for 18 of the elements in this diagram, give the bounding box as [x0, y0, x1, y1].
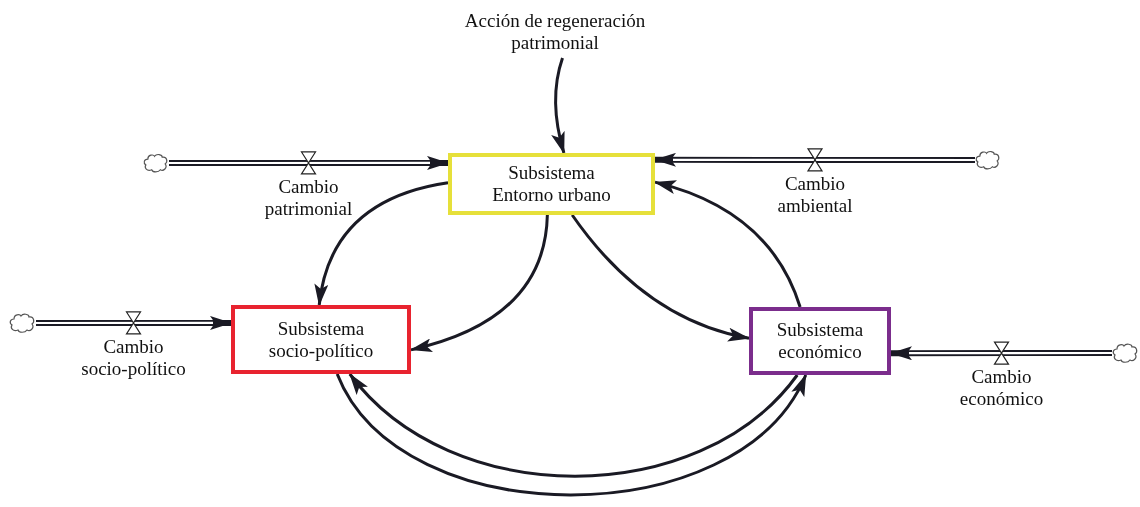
stock-box [749, 307, 891, 375]
arrow [654, 180, 802, 308]
flow-pipe [169, 155, 449, 170]
stock-box [448, 153, 655, 215]
arrow [551, 57, 566, 154]
flow-pipe [654, 152, 975, 167]
arrow [335, 373, 808, 497]
node-label: Subsistema económico [775, 319, 865, 363]
node-label: Subsistema Entorno urbano [491, 162, 612, 206]
node-label: Subsistema socio-político [267, 317, 375, 362]
flow-pipe [890, 346, 1112, 361]
arrow [571, 214, 750, 341]
arrow [348, 373, 799, 478]
stock-box [231, 305, 411, 374]
flow-pipe [36, 315, 232, 330]
arrow [315, 181, 449, 306]
arrow [410, 214, 549, 352]
node-label: Acción de regeneración patrimonial [463, 10, 647, 54]
